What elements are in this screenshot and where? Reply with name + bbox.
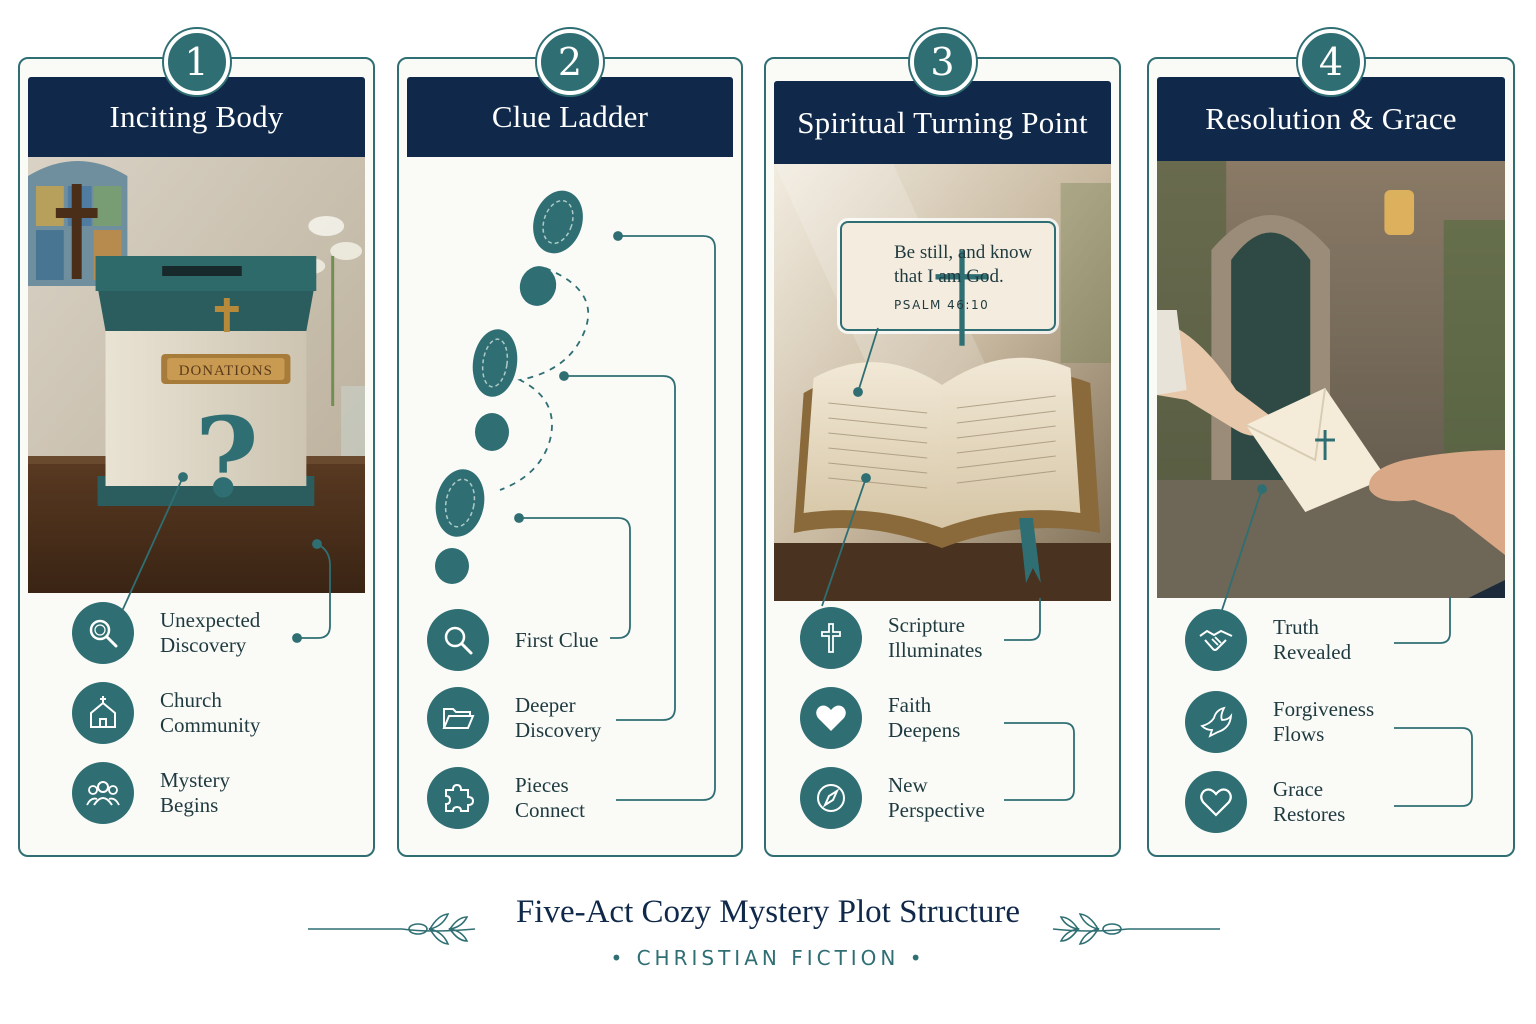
act-card-3: 3 Spiritual Turning Point: [764, 29, 1121, 857]
verse-line: that I am God.: [894, 266, 1004, 287]
act-card-1: 1 Inciting Body: [18, 29, 375, 857]
magnifier-icon: [72, 602, 134, 664]
handshake-icon: [1185, 609, 1247, 671]
people-icon: [72, 762, 134, 824]
donations-plate-text: DONATIONS: [179, 363, 273, 379]
act-number-badge: 3: [909, 29, 976, 95]
act-number-badge: 2: [537, 29, 603, 95]
scripture-callout: Be still, and know that I am God. PSALM 4…: [840, 221, 1056, 346]
folder-icon: [427, 687, 489, 749]
act-number-badge: 1: [163, 29, 230, 95]
open-bible-illustration: Be still, and know that I am God. PSALM 4…: [774, 163, 1111, 601]
dove-icon: [1185, 691, 1247, 753]
compass-icon: [800, 767, 862, 829]
church-icon: [72, 682, 134, 744]
list-item: First Clue: [427, 609, 655, 671]
cross-icon: [800, 607, 862, 669]
diagram-title: Five-Act Cozy Mystery Plot Structure: [515, 894, 1021, 930]
act-card-4: 4 Resolution & Grace: [1147, 29, 1515, 857]
puzzle-icon: [427, 767, 489, 829]
verse-reference: PSALM 46:10: [894, 298, 990, 312]
magnifier-icon: [427, 609, 489, 671]
heart-outline-icon: [1185, 771, 1247, 833]
question-mark-icon: ?: [195, 393, 259, 522]
heart-icon: [800, 687, 862, 749]
act-title: Spiritual Turning Point: [774, 81, 1111, 164]
act-number-badge: 4: [1298, 29, 1364, 95]
envelope-handoff-illustration: [1157, 160, 1505, 598]
verse-line: Be still, and know: [894, 242, 1033, 263]
cross-icon: [935, 250, 989, 346]
diagram-subtitle: • CHRISTIAN FICTION •: [610, 946, 926, 970]
donation-box-illustration: DONATIONS ?: [28, 156, 365, 593]
